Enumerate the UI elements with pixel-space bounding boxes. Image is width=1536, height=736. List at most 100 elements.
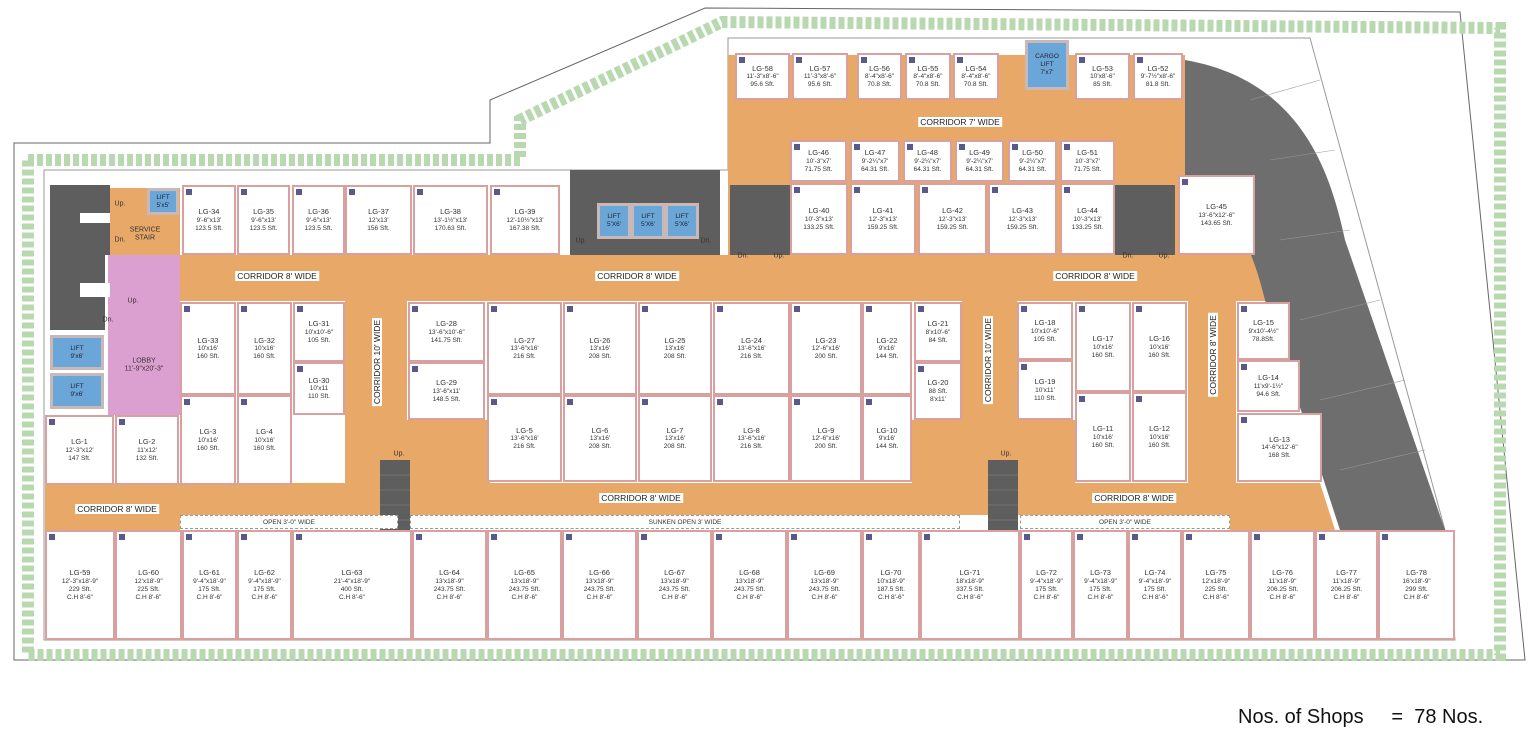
shop-area: 216 Sft. [740, 353, 763, 361]
shop-area: 123.5 Sft. [249, 224, 278, 232]
shop-area: 71.75 Sft. [804, 165, 833, 173]
shop-area: 70.8 Sft. [915, 81, 941, 89]
shop-size: 13'x16' [589, 345, 611, 353]
shop-size: 13'x18'-9" [810, 577, 839, 585]
shop-size: 9'-6"x13' [196, 216, 222, 224]
shop-size: 12'-3"x13' [868, 215, 898, 223]
shop-area: 159.25 Sft. [867, 223, 899, 231]
shop-id: LG-64 [439, 568, 460, 578]
shop-area: 175 Sft. [1035, 585, 1058, 593]
lift-label: LIFT [607, 213, 621, 221]
shop-id: LG-45 [1206, 202, 1227, 212]
column-icon [1254, 534, 1260, 540]
shop-area: 175 Sft. [1143, 585, 1167, 593]
shop-id: LG-59 [69, 568, 91, 578]
shop-area: 133.25 Sft. [1071, 223, 1104, 231]
shop-ch: C.H 8'-6" [586, 593, 613, 601]
lift-size: 5'X6' [674, 221, 690, 228]
column-icon [794, 187, 800, 193]
shop-size: 9'-4"x18'-9" [1084, 577, 1117, 585]
stair-up-mark: Up. [1000, 450, 1012, 458]
